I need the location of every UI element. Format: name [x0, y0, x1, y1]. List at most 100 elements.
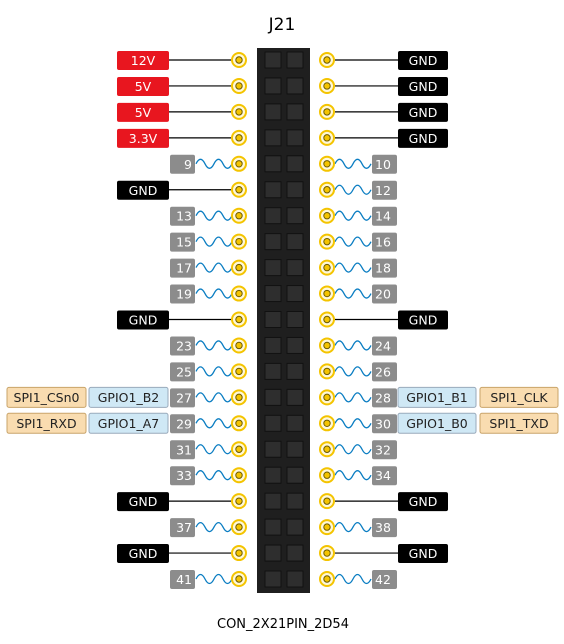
pin-pad-icon	[231, 363, 247, 380]
pin-number-label-bg	[170, 466, 195, 486]
pin-number-label: 24	[372, 336, 397, 356]
power-label-bg	[117, 102, 169, 122]
pin-number-label: 27	[170, 388, 195, 408]
gpio-label: GPIO1_B0	[397, 412, 477, 434]
pin-number-label: 33	[170, 466, 195, 486]
pin-pad-icon	[231, 103, 247, 120]
header-cell	[264, 492, 282, 510]
header-cell	[286, 362, 304, 380]
pin-number-label: 14	[372, 206, 397, 226]
pin-number-label-bg	[170, 414, 195, 434]
pin-number-label-text: 20	[375, 287, 391, 302]
header-cell	[264, 207, 282, 225]
pin-pad-icon	[319, 493, 335, 510]
pin-row-left: 37	[170, 518, 247, 538]
pin-pad-icon	[231, 155, 247, 172]
header-cell	[286, 570, 304, 588]
header-cell	[286, 155, 304, 173]
pin-row-right: 16	[319, 232, 397, 252]
pin-number-label-bg	[372, 466, 397, 486]
pin-pad-icon	[319, 259, 335, 276]
header-cell	[286, 492, 304, 510]
pin-pad-icon	[319, 233, 335, 250]
gnd-label: GND	[398, 544, 448, 564]
header-cell	[286, 259, 304, 277]
pin-number-label-text: 34	[375, 468, 391, 483]
signal-wave	[195, 444, 233, 455]
gpio-label-text: GPIO1_B0	[406, 416, 468, 431]
pin-number-label-bg	[170, 388, 195, 408]
power-label: 12V	[117, 51, 169, 70]
pin-number-label: 19	[170, 284, 195, 304]
header-cell	[264, 570, 282, 588]
pin-number-label-bg	[170, 570, 195, 589]
pin-pad-icon	[319, 519, 335, 536]
pin-number-label: 38	[372, 518, 397, 538]
signal-wave	[195, 573, 233, 585]
pin-row-right: 32	[319, 440, 397, 460]
pin-pad-icon	[319, 285, 335, 302]
pin-row-left: GND	[117, 544, 247, 564]
signal-wave	[334, 262, 372, 273]
header-cell	[264, 414, 282, 432]
pin-row-left: 5V	[117, 102, 247, 122]
pin-number-label-bg	[372, 206, 397, 226]
header-cell	[286, 77, 304, 95]
gpio-label-bg	[88, 412, 169, 434]
pin-pad-icon	[231, 389, 247, 406]
pin-row-left: 41	[170, 570, 247, 589]
pin-pad-icon	[231, 285, 247, 302]
gpio-label-text: GPIO1_B1	[406, 390, 467, 405]
pin-number-label-bg	[170, 284, 195, 304]
spi-label-bg	[479, 386, 559, 408]
signal-wave	[334, 521, 372, 533]
pin-number-label-bg	[372, 258, 397, 278]
header-cell	[264, 336, 282, 354]
pin-row-right: 38	[319, 518, 397, 538]
pin-pad-icon	[231, 337, 247, 354]
gnd-label-text: GND	[409, 131, 438, 146]
signal-wave	[334, 210, 372, 221]
header-cell	[264, 311, 282, 328]
pin-number-label-bg	[170, 362, 195, 382]
header-cell	[264, 181, 282, 199]
pin-number-label: 16	[372, 232, 397, 252]
pin-row-right: GND	[319, 492, 448, 512]
gnd-label: GND	[398, 492, 448, 512]
signal-wave	[195, 288, 233, 299]
pin-pad-icon	[319, 363, 335, 380]
pin-number-label: 32	[372, 440, 397, 460]
pin-number-label: 26	[372, 362, 397, 382]
spi-label-text: SPI1_CLK	[490, 390, 548, 405]
pin-number-label-text: 37	[176, 520, 192, 535]
gnd-label-text: GND	[409, 313, 438, 328]
gnd-label-bg	[117, 492, 169, 512]
pin-row-left: 13	[170, 206, 247, 226]
signal-wave	[195, 210, 233, 221]
pin-pad-icon	[319, 103, 335, 120]
pin-row-left: 15	[170, 232, 247, 252]
gnd-label: GND	[398, 76, 448, 96]
pin-number-label-bg	[372, 232, 397, 252]
connector-title: J21	[268, 15, 296, 35]
pin-number-label-bg	[372, 414, 397, 434]
pin-row-right: 34	[319, 466, 397, 486]
pin-number-label-bg	[170, 336, 195, 356]
gnd-label-bg	[117, 180, 169, 200]
pin-row-right: 12	[319, 180, 397, 200]
pin-row-left: 17	[170, 258, 247, 278]
gpio-label: GPIO1_B1	[397, 386, 477, 408]
gnd-label-text: GND	[129, 183, 158, 198]
pin-number-label-text: 17	[176, 261, 192, 276]
pin-row-left: 5V	[117, 76, 247, 96]
connector-caption: CON_2X21PIN_2D54	[217, 617, 349, 632]
gnd-label-text: GND	[129, 546, 158, 561]
pin-number-label-text: 14	[375, 209, 391, 224]
header-cell	[264, 155, 282, 173]
signal-wave	[334, 340, 372, 351]
pin-number-label: 34	[372, 466, 397, 486]
power-label: 5V	[117, 102, 169, 122]
pin-number-label-bg	[372, 440, 397, 460]
spi-label-text: SPI1_TXD	[489, 416, 548, 431]
